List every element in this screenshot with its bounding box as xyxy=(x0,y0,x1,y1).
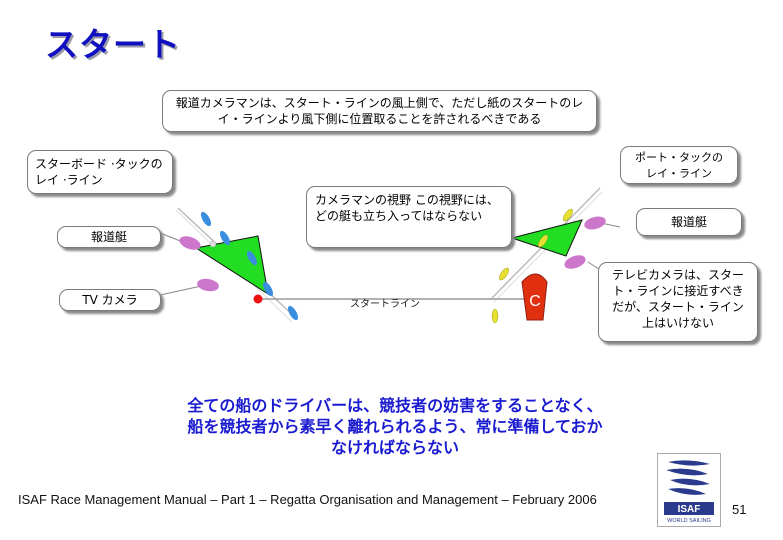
committee-boat xyxy=(521,273,548,321)
sailboats-right xyxy=(491,208,573,324)
pin-end-mark xyxy=(253,294,263,304)
committee-boat-letter: C xyxy=(529,293,541,310)
tv-camera-boat-right xyxy=(564,255,586,269)
press-boat-left-callout: 報道艇 xyxy=(57,226,161,248)
press-boat-left xyxy=(179,236,201,250)
svg-text:ISAF: ISAF xyxy=(678,504,701,515)
starboard-layline-callout: スターボード ·タックのレイ ·ライン xyxy=(27,150,173,194)
svg-text:WORLD SAILING: WORLD SAILING xyxy=(667,518,711,524)
reporter-position-callout: 報道カメラマンは、スタート・ラインの風上側で、ただし紙のスタートのレイ・ラインよ… xyxy=(162,90,597,132)
driver-warning: 全ての船のドライバーは、競技者の妨害をすることなく、船を競技者から素早く離れられ… xyxy=(187,396,603,457)
tv-camera-note-callout: テレビカメラは、スタート・ラインに接近すべきだが、スタート・ライン上はいけない xyxy=(598,262,758,342)
start-line-label: スタートライン xyxy=(350,298,420,310)
isaf-logo: ISAF WORLD SAILING xyxy=(657,453,721,527)
port-layline-callout: ポート・タックの レイ・ライン xyxy=(620,146,738,184)
press-boat-right xyxy=(584,216,606,230)
press-boat-right-callout: 報道艇 xyxy=(636,208,742,236)
sailboats-left xyxy=(200,211,299,321)
page-title: スタート xyxy=(45,25,181,64)
tv-camera-boat xyxy=(197,278,219,292)
camera-view-callout: カメラマンの視野 この視野には、どの艇も立ち入ってはならない xyxy=(306,186,512,248)
tv-camera-callout: TV カメラ xyxy=(59,289,161,311)
footer-text: ISAF Race Management Manual – Part 1 – R… xyxy=(18,492,597,507)
page-number: 51 xyxy=(732,502,747,517)
